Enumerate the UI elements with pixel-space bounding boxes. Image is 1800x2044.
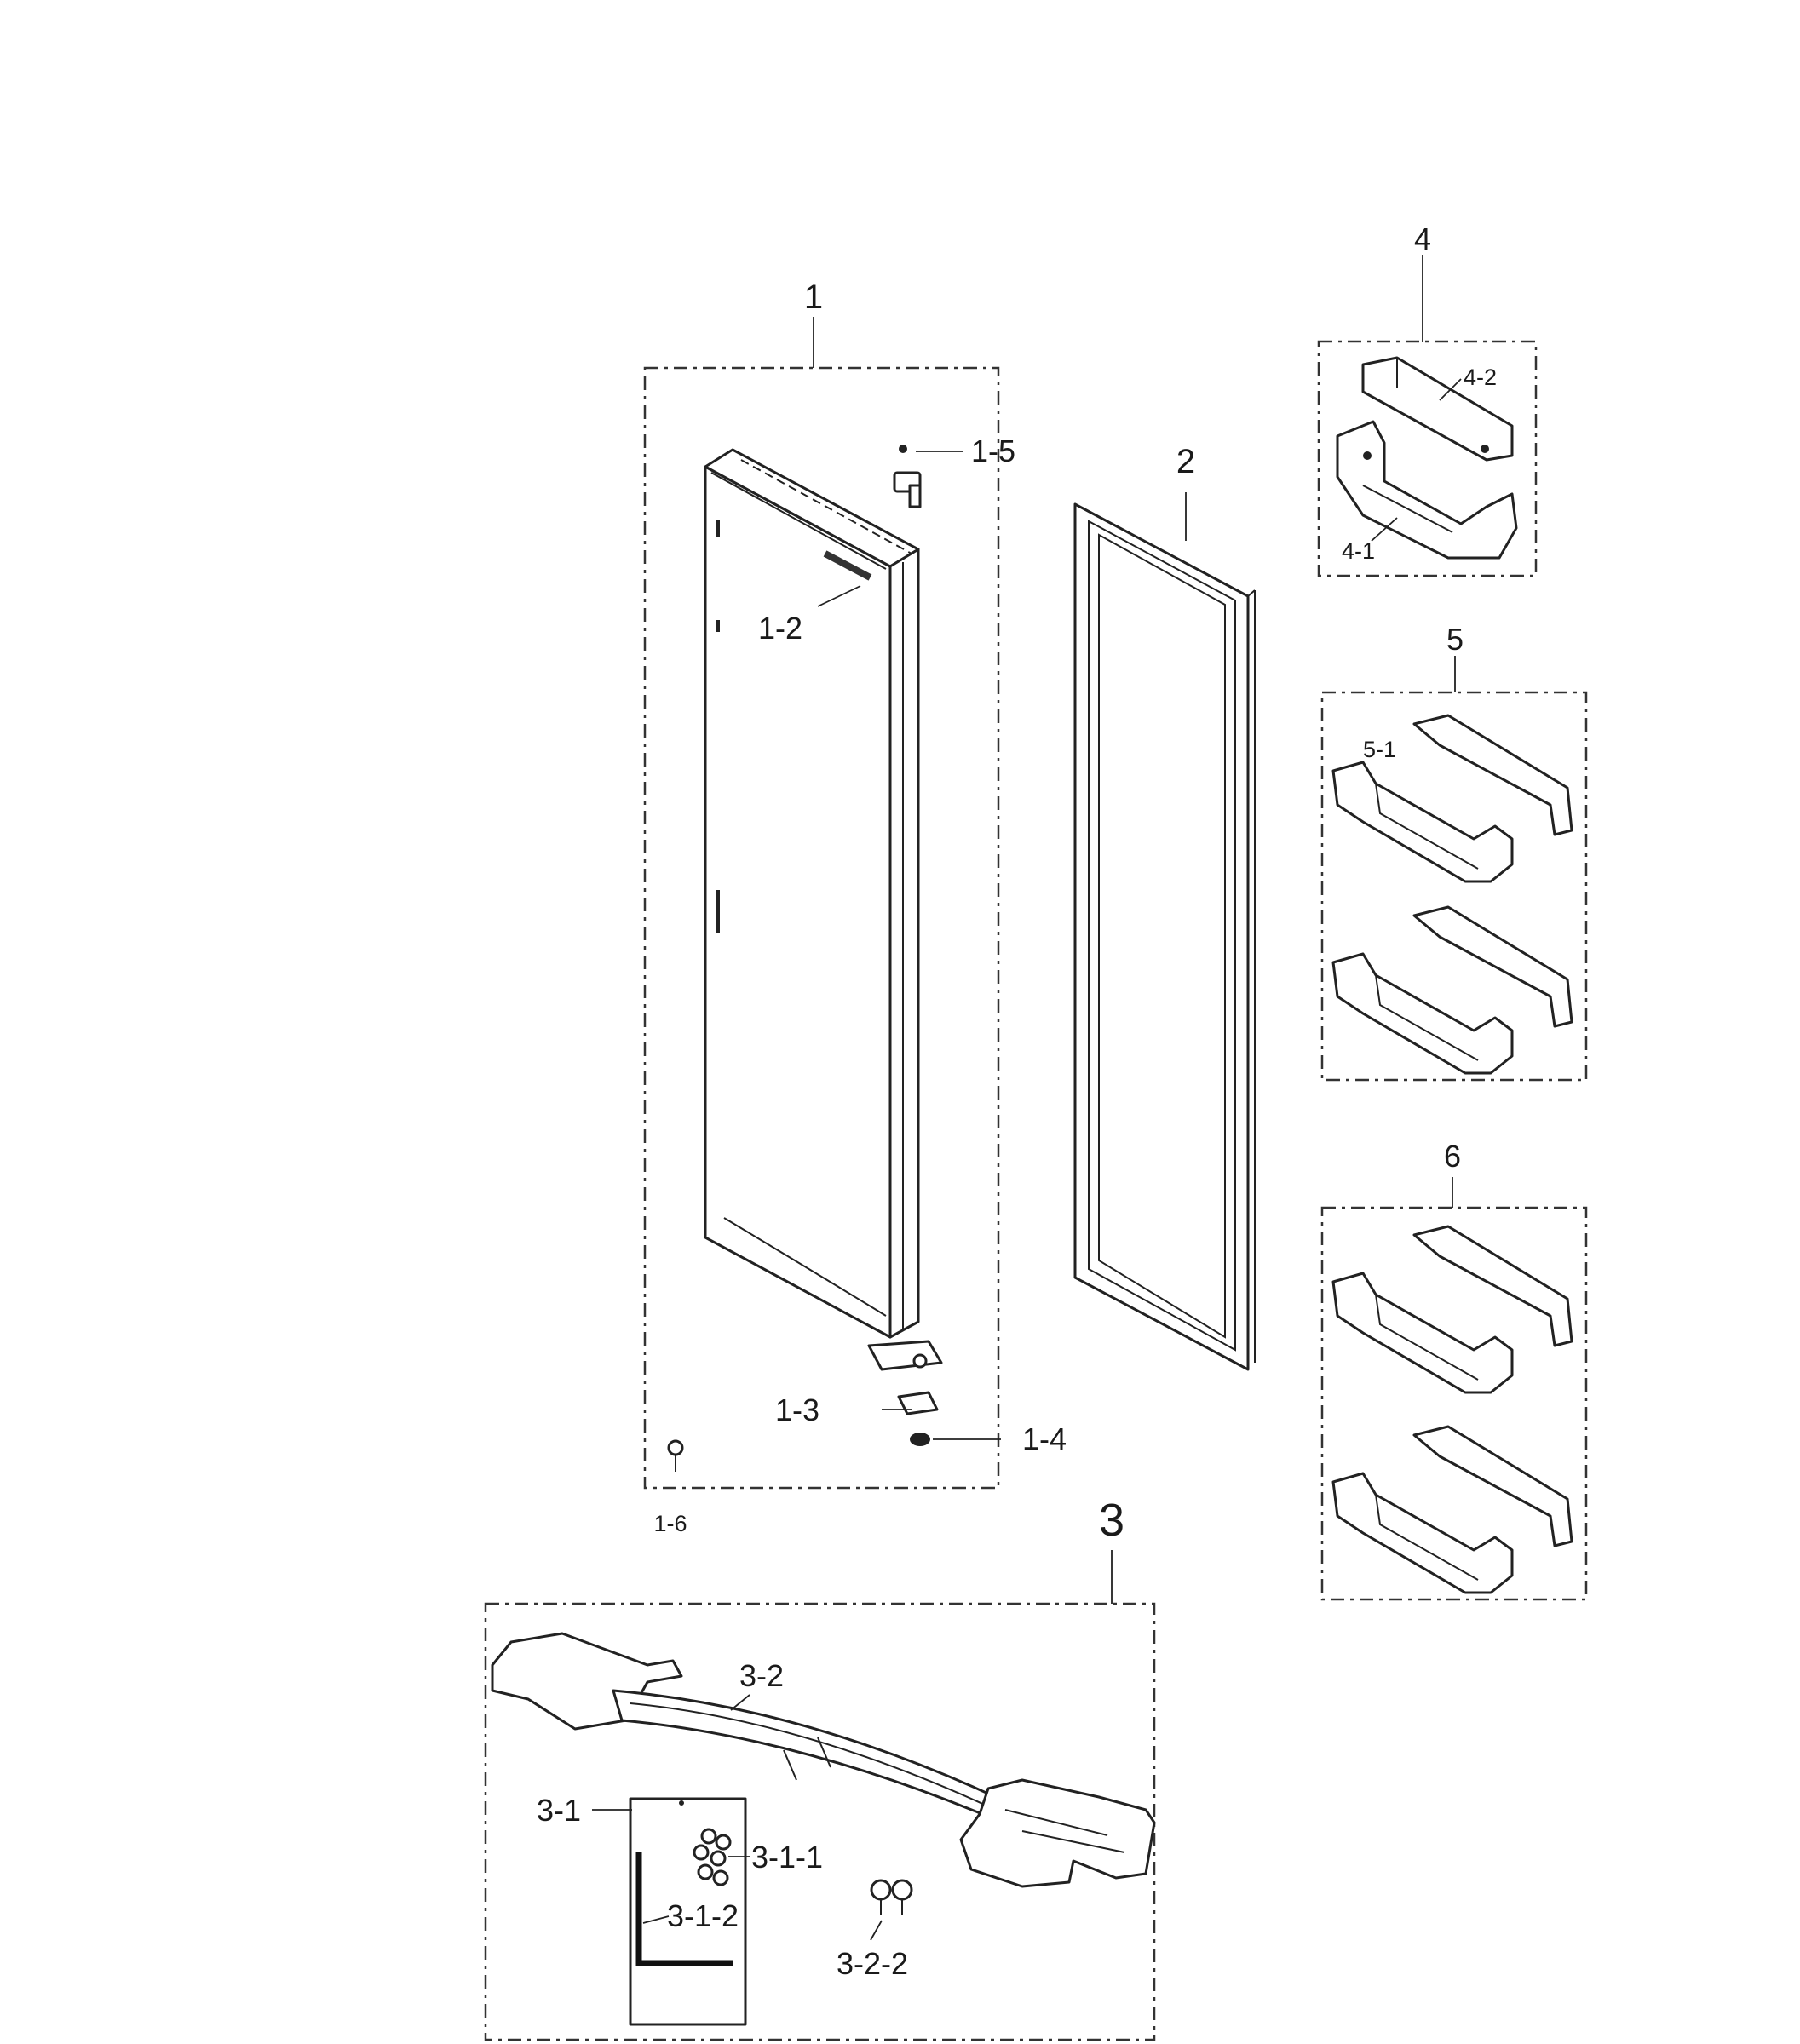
- group-5-door-guards: 5 5-1: [1320, 622, 1588, 1082]
- callout-5-1: 5-1: [1363, 737, 1396, 762]
- group-1-label: 1: [804, 278, 823, 316]
- group-6-boundary: [1320, 1206, 1588, 1601]
- callout-3-2: 3-2: [739, 1658, 784, 1693]
- callout-1-5: 1-5: [971, 433, 1015, 468]
- callout-1-2-leader: [817, 585, 861, 607]
- group-1-door-assembly: 1 1-5 1-2: [643, 278, 1067, 1536]
- callout-3-1-2: 3-1-2: [667, 1898, 739, 1933]
- guard-5-lower: [1331, 905, 1573, 1075]
- group-3-boundary: [484, 1602, 1156, 2041]
- parts-kit-bag: [629, 1797, 747, 2026]
- hinge-bar-part: [491, 1632, 1156, 1888]
- callout-1-6: 1-6: [653, 1511, 687, 1536]
- callout-3-1: 3-1: [537, 1793, 581, 1828]
- callout-1-2: 1-2: [758, 611, 802, 646]
- callout-3-1-2-leader: [642, 1915, 670, 1924]
- callout-4-2: 4-2: [1464, 365, 1497, 390]
- group-4-door-guard: 4 4-2 4-1: [1317, 221, 1538, 577]
- group-6-door-guards: 6: [1320, 1139, 1588, 1601]
- hinge-screws-part: [870, 1879, 913, 1915]
- guard-5-upper: [1331, 714, 1573, 883]
- callout-3-2-2: 3-2-2: [837, 1946, 908, 1981]
- group-6-label: 6: [1444, 1139, 1461, 1174]
- group-2-door-gasket: 2: [1073, 443, 1256, 1371]
- callout-4-2-leader: [1439, 378, 1462, 401]
- callout-1-4: 1-4: [1022, 1421, 1067, 1456]
- callout-3-2-leader: [730, 1694, 750, 1711]
- group-1-boundary: [643, 366, 1000, 1490]
- top-hinge-part: [893, 445, 922, 508]
- callout-4-1-leader: [1371, 517, 1398, 542]
- group-4-label: 4: [1414, 221, 1431, 256]
- door-panel: [704, 448, 920, 1339]
- group-4-boundary: [1317, 340, 1538, 577]
- callout-3-2-2-leader: [870, 1920, 883, 1941]
- group-5-label: 5: [1446, 622, 1464, 657]
- group-3-label: 3: [1099, 1495, 1124, 1546]
- group-2-label: 2: [1176, 443, 1195, 480]
- screw-part: [667, 1439, 684, 1472]
- group-3-hinge-assembly: 3 3-2 3-1: [484, 1495, 1156, 2041]
- group-5-boundary: [1320, 691, 1588, 1082]
- callout-4-1: 4-1: [1342, 538, 1375, 564]
- bottom-hinge-bracket: [867, 1340, 943, 1446]
- callout-1-3: 1-3: [775, 1392, 819, 1427]
- guard-6-upper: [1331, 1225, 1573, 1394]
- callout-3-1-1: 3-1-1: [751, 1840, 823, 1875]
- guard-6-lower: [1331, 1425, 1573, 1594]
